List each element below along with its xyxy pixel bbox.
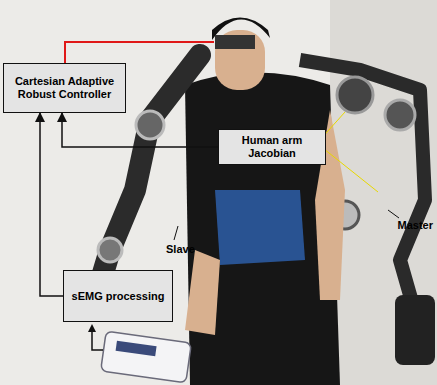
master-motor [395,295,435,365]
person-arm [185,250,220,335]
device-wire [92,330,103,350]
text-block: Cartesian Adaptive Robust Controller [4,75,125,101]
master-joint [385,100,415,130]
red-wire [65,42,214,63]
text-block: Human arm Jacobian [219,134,325,160]
shirt-print [215,190,305,265]
part-label: Master [398,219,433,232]
slave-joint [98,238,122,262]
device-display [116,341,157,356]
semg-device [101,331,192,383]
controller-box: Cartesian Adaptive Robust Controller [3,63,126,113]
connector-arrow [40,113,63,296]
part-label: Slave [166,243,195,256]
head-sensor [215,35,255,49]
person-head [215,30,265,90]
box-label: Human arm Jacobian [219,134,325,160]
connector-arrow [62,113,218,147]
slave-joint [136,111,164,139]
process-box: Human arm Jacobian [218,129,326,165]
master-joint [337,77,373,113]
process-box: sEMG processing [63,270,173,322]
leader-line [319,112,378,192]
box-label: sEMG processing [72,290,165,303]
text-block: sEMG processing [72,290,165,303]
leader-line [174,210,399,240]
box-label: Cartesian Adaptive Robust Controller [4,75,125,101]
arrow-head [88,324,96,332]
